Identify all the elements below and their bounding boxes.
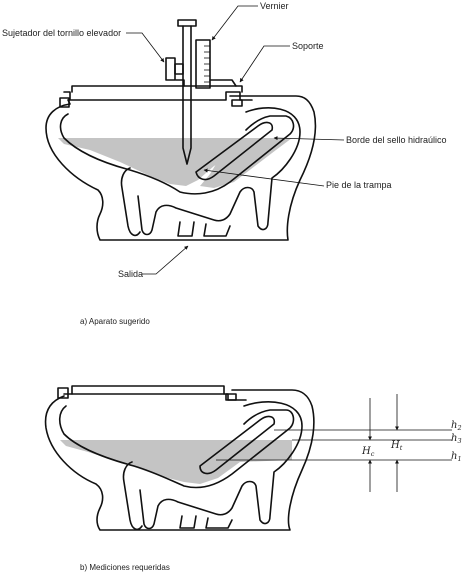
trap-passage (137, 107, 301, 236)
toilet-body-outline-b (44, 389, 315, 531)
label-trap-foot: Pie de la trampa (326, 180, 392, 190)
bowl-inner-b (58, 405, 295, 489)
rim-vent-right-b (225, 393, 237, 401)
label-seal-edge: Borde del sello hidraúlico (346, 135, 447, 145)
support-leader (239, 45, 290, 83)
symbol-ht: Ht (390, 440, 403, 452)
trap-foot-leader (203, 168, 325, 187)
vernier-leader (211, 5, 258, 41)
label-lifting-screw-clamp: Sujetador del tornillo elevador (2, 28, 121, 38)
vernier-ticks (204, 45, 210, 83)
base-web-2 (203, 223, 231, 237)
rod-head (177, 19, 197, 27)
label-support: Soporte (292, 41, 324, 51)
label-vernier: Vernier (260, 1, 289, 11)
caption-a: a) Aparato sugerido (80, 317, 150, 326)
bowl-rim (63, 91, 253, 101)
outlet-leader (142, 245, 189, 275)
trap-leg-b (199, 415, 276, 475)
lifting-screw-rod (182, 25, 192, 165)
symbol-h2: h2 (451, 420, 462, 432)
rim-vent-left-b (57, 387, 69, 399)
trap-passage-b (139, 401, 303, 530)
clamp-body (174, 63, 184, 75)
clamp-leader (126, 32, 165, 63)
support-bracket (175, 79, 237, 87)
base-web-1-b (179, 515, 197, 529)
bowl-inner (59, 113, 295, 195)
diagram-b: Hc Ht h2 h3 h1 b) Mediciones requeridas (44, 385, 462, 572)
cover-plate (71, 85, 243, 93)
bowl-rim-b (63, 393, 247, 401)
seal-edge-leader (273, 136, 345, 141)
symbol-h3: h3 (451, 433, 462, 445)
base-web-2-b (205, 517, 233, 529)
symbol-hc: Hc (361, 446, 375, 458)
cover-plate-b (71, 385, 225, 395)
trap-passage-inner (120, 167, 141, 237)
rim-vent-right (231, 99, 243, 107)
base-web-1 (177, 221, 195, 237)
bowl-water-b (60, 440, 292, 484)
trap-passage-inner-b (122, 461, 143, 531)
trap-leg (195, 121, 274, 181)
diagram-a: Vernier Sujetador del tornillo elevador … (2, 1, 447, 326)
symbol-h1: h1 (451, 451, 462, 463)
label-outlet: Salida (118, 269, 143, 279)
rim-vent-left (59, 97, 70, 108)
toilet-body-outline (45, 95, 317, 241)
clamp-knob (165, 57, 176, 81)
caption-b: b) Mediciones requeridas (80, 563, 170, 572)
